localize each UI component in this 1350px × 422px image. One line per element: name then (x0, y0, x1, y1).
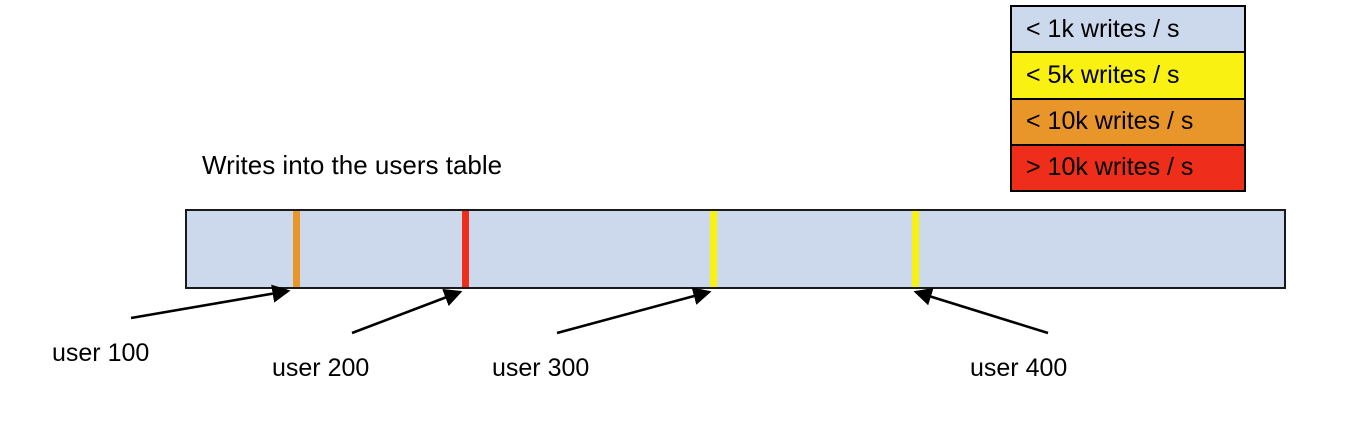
arrow-user-100 (130, 284, 291, 320)
arrow-user-400 (913, 287, 1049, 335)
legend-row-under-1k: < 1k writes / s (1012, 7, 1244, 54)
legend-label-under-5k: < 5k writes / s (1026, 60, 1180, 89)
legend-row-under-5k: < 5k writes / s (1012, 53, 1244, 100)
legend-label-over-10k: > 10k writes / s (1026, 153, 1194, 182)
arrow-user-200 (351, 289, 463, 335)
legend-row-under-10k: < 10k writes / s (1012, 99, 1244, 146)
legend: < 1k writes / s < 5k writes / s < 10k wr… (1010, 5, 1246, 192)
marker-user-400 (912, 211, 920, 287)
label-user-400: user 400 (970, 354, 1068, 382)
label-user-200: user 200 (272, 354, 370, 382)
users-table-bar (185, 209, 1286, 289)
label-user-100: user 100 (52, 339, 150, 367)
marker-user-200 (462, 211, 470, 287)
legend-row-over-10k: > 10k writes / s (1012, 145, 1244, 190)
arrow-user-300 (556, 287, 712, 335)
chart-title: Writes into the users table (202, 150, 503, 180)
label-user-300: user 300 (492, 354, 590, 382)
marker-user-100 (293, 211, 301, 287)
legend-label-under-1k: < 1k writes / s (1026, 14, 1180, 43)
marker-user-300 (710, 211, 718, 287)
legend-label-under-10k: < 10k writes / s (1026, 107, 1194, 136)
